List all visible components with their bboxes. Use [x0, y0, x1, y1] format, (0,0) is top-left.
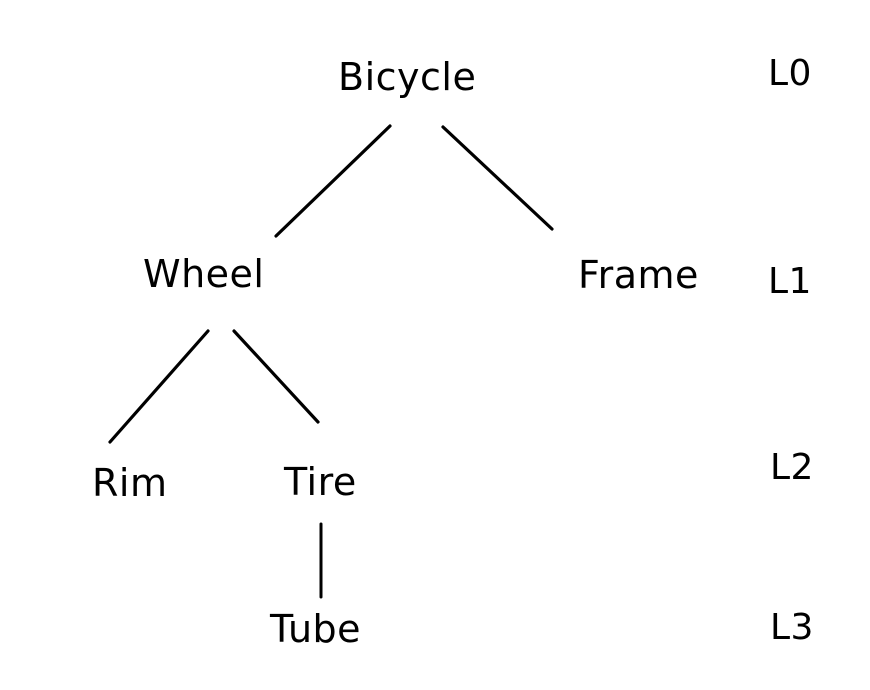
level-label-l3: L3: [770, 607, 814, 648]
level-label-l1: L1: [768, 261, 812, 302]
node-bicycle: Bicycle: [338, 55, 477, 99]
level-label-l0: L0: [768, 53, 812, 94]
node-frame: Frame: [578, 253, 699, 297]
node-rim: Rim: [92, 461, 168, 505]
edge-wheel-rim: [108, 329, 210, 444]
level-label-l2: L2: [770, 447, 814, 488]
node-tire: Tire: [284, 460, 357, 504]
edge-wheel-tire: [232, 329, 320, 424]
node-tube: Tube: [270, 607, 362, 651]
edge-bicycle-frame: [441, 125, 554, 231]
node-wheel: Wheel: [143, 252, 265, 296]
edge-bicycle-wheel: [274, 124, 392, 238]
